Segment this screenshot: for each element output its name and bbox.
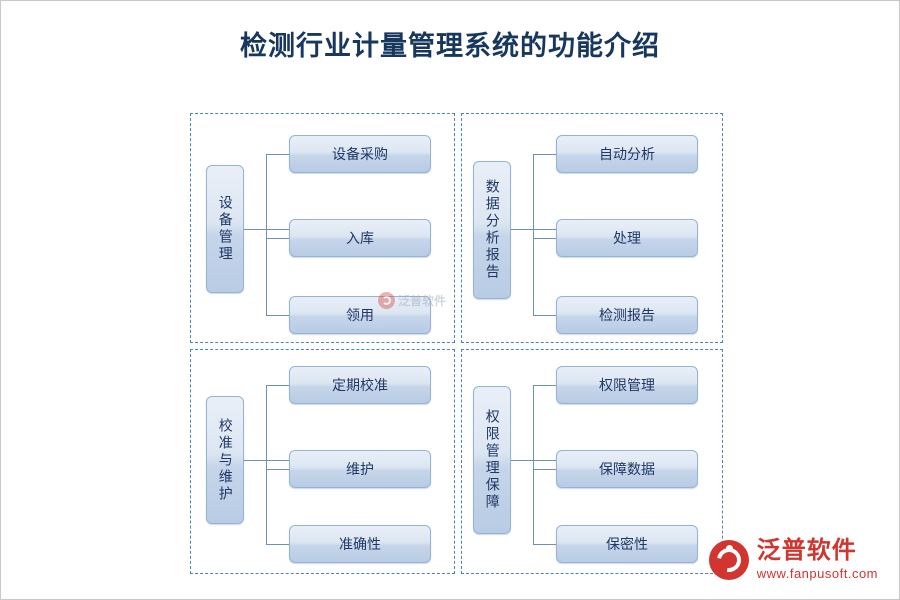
connector-calibration-1	[266, 385, 289, 386]
connector-equipment-2	[266, 238, 289, 239]
group-root-analysis[interactable]: 数据分析报告	[473, 161, 511, 299]
connector-calibration-spine	[266, 385, 267, 544]
connector-calibration-2	[266, 469, 289, 470]
node-equipment-issue[interactable]: 领用	[289, 296, 431, 334]
node-confidentiality[interactable]: 保密性	[556, 525, 698, 563]
node-periodic-calibration[interactable]: 定期校准	[289, 366, 431, 404]
connector-analysis-1	[533, 154, 556, 155]
node-processing[interactable]: 处理	[556, 219, 698, 257]
node-maintenance[interactable]: 维护	[289, 450, 431, 488]
node-test-report[interactable]: 检测报告	[556, 296, 698, 334]
group-root-permission[interactable]: 权限管理保障	[473, 386, 511, 534]
connector-calibration-root	[244, 460, 289, 461]
node-accuracy[interactable]: 准确性	[289, 525, 431, 563]
node-data-assurance[interactable]: 保障数据	[556, 450, 698, 488]
connector-equipment-3	[266, 315, 289, 316]
connector-equipment-1	[266, 154, 289, 155]
connector-equipment-root	[244, 229, 289, 230]
connector-calibration-3	[266, 544, 289, 545]
group-root-equipment[interactable]: 设备管理	[206, 165, 244, 293]
connector-permission-root	[511, 460, 556, 461]
connector-analysis-root	[511, 229, 556, 230]
connector-permission-1	[533, 385, 556, 386]
node-auto-analysis[interactable]: 自动分析	[556, 135, 698, 173]
brand-logo: 泛普软件 www.fanpusoft.com	[708, 537, 878, 581]
brand-name: 泛普软件	[756, 537, 857, 564]
node-equipment-purchase[interactable]: 设备采购	[289, 135, 431, 173]
connector-permission-3	[533, 544, 556, 545]
connector-analysis-spine	[533, 154, 534, 315]
node-permission-management[interactable]: 权限管理	[556, 366, 698, 404]
node-equipment-inbound[interactable]: 入库	[289, 219, 431, 257]
brand-text: 泛普软件 www.fanpusoft.com	[756, 537, 878, 581]
group-root-calibration[interactable]: 校准与维护	[206, 396, 244, 524]
connector-analysis-2	[533, 238, 556, 239]
brand-url: www.fanpusoft.com	[756, 566, 878, 581]
connector-analysis-3	[533, 315, 556, 316]
page-title: 检测行业计量管理系统的功能介绍	[240, 31, 660, 61]
connector-permission-spine	[533, 385, 534, 544]
connector-equipment-spine	[266, 154, 267, 315]
connector-permission-2	[533, 469, 556, 470]
fanpu-logo-icon	[708, 539, 749, 580]
